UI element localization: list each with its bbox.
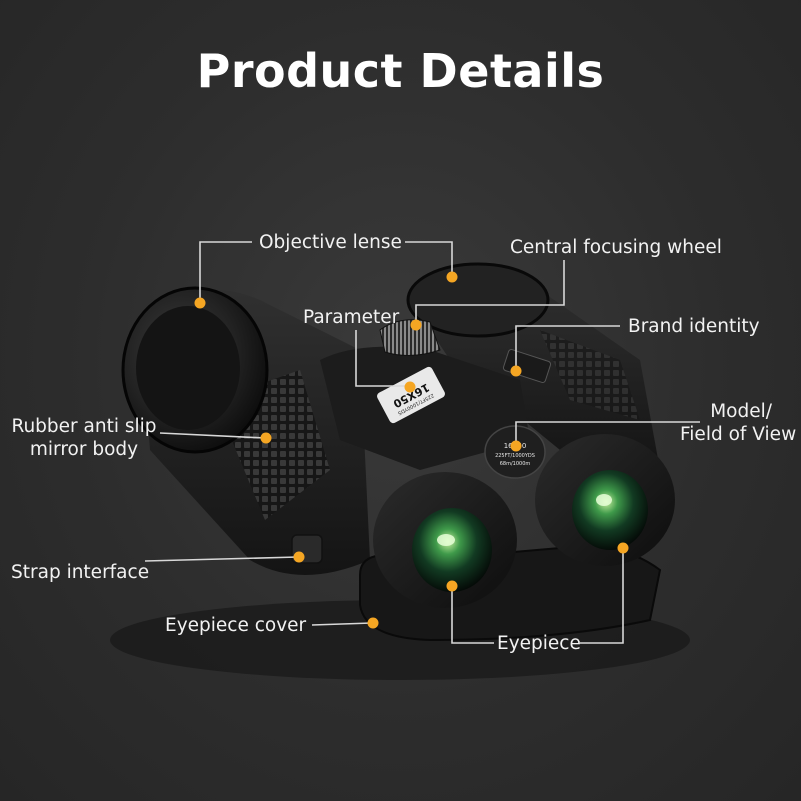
label-eyepiece-cover: Eyepiece cover — [165, 615, 307, 636]
label-model-field-of-view: Model/ — [660, 400, 772, 423]
label-central-focusing-wheel: Central focusing wheel — [510, 237, 722, 258]
page-title: Product Details — [196, 44, 605, 98]
dot-objective-lense — [194, 297, 206, 309]
right-objective-lens — [406, 262, 550, 338]
dot-eyepiece-cover — [367, 617, 379, 629]
label-rubber-line1: Rubber anti slip — [11, 416, 157, 437]
right-grip-texture — [540, 330, 640, 420]
central-bridge — [320, 346, 530, 470]
parameter-plate: 16X50 225FT/1000YDS — [377, 366, 445, 424]
dot-left-eyepiece — [446, 580, 458, 592]
dot-right-eyepiece — [617, 542, 629, 554]
dot-strap-interface — [293, 551, 305, 563]
dot-model — [510, 440, 522, 452]
label-objective-lense: Objective lense — [259, 232, 402, 253]
label-rubber-anti-slip: Rubber anti slip mirror body — [8, 415, 160, 461]
label-brand-identity: Brand identity — [628, 316, 760, 337]
label-eyepiece: Eyepiece — [497, 633, 581, 654]
label-strap-interface: Strap interface — [11, 562, 150, 583]
label-parameter: Parameter — [303, 307, 400, 328]
label-model-line1: Model/ — [710, 401, 772, 422]
left-eyepiece-lens — [412, 508, 492, 592]
label-rubber-line2: mirror body — [29, 439, 139, 460]
callout-lines — [144, 241, 700, 644]
ring-spec-text: 225FT/1000YDS — [495, 453, 535, 459]
right-eyepiece-lens — [572, 470, 648, 550]
dot-parameter — [404, 381, 416, 393]
ring-fov-text: 68m/1000m — [500, 461, 531, 467]
left-objective-inner — [136, 306, 240, 430]
dot-central-focusing — [446, 271, 458, 283]
dot-focus-wheel — [410, 319, 422, 331]
model-ring: 16X50 225FT/1000YDS 68m/1000m — [484, 425, 546, 479]
right-eyepiece-glare — [596, 494, 612, 506]
focusing-wheel — [379, 319, 441, 356]
callout-dots — [194, 271, 629, 629]
left-eyepiece-glare — [437, 534, 455, 546]
label-field-of-view-line2: Field of View — [680, 424, 797, 445]
dot-rubber-body — [260, 432, 272, 444]
dot-brand-identity — [510, 365, 522, 377]
